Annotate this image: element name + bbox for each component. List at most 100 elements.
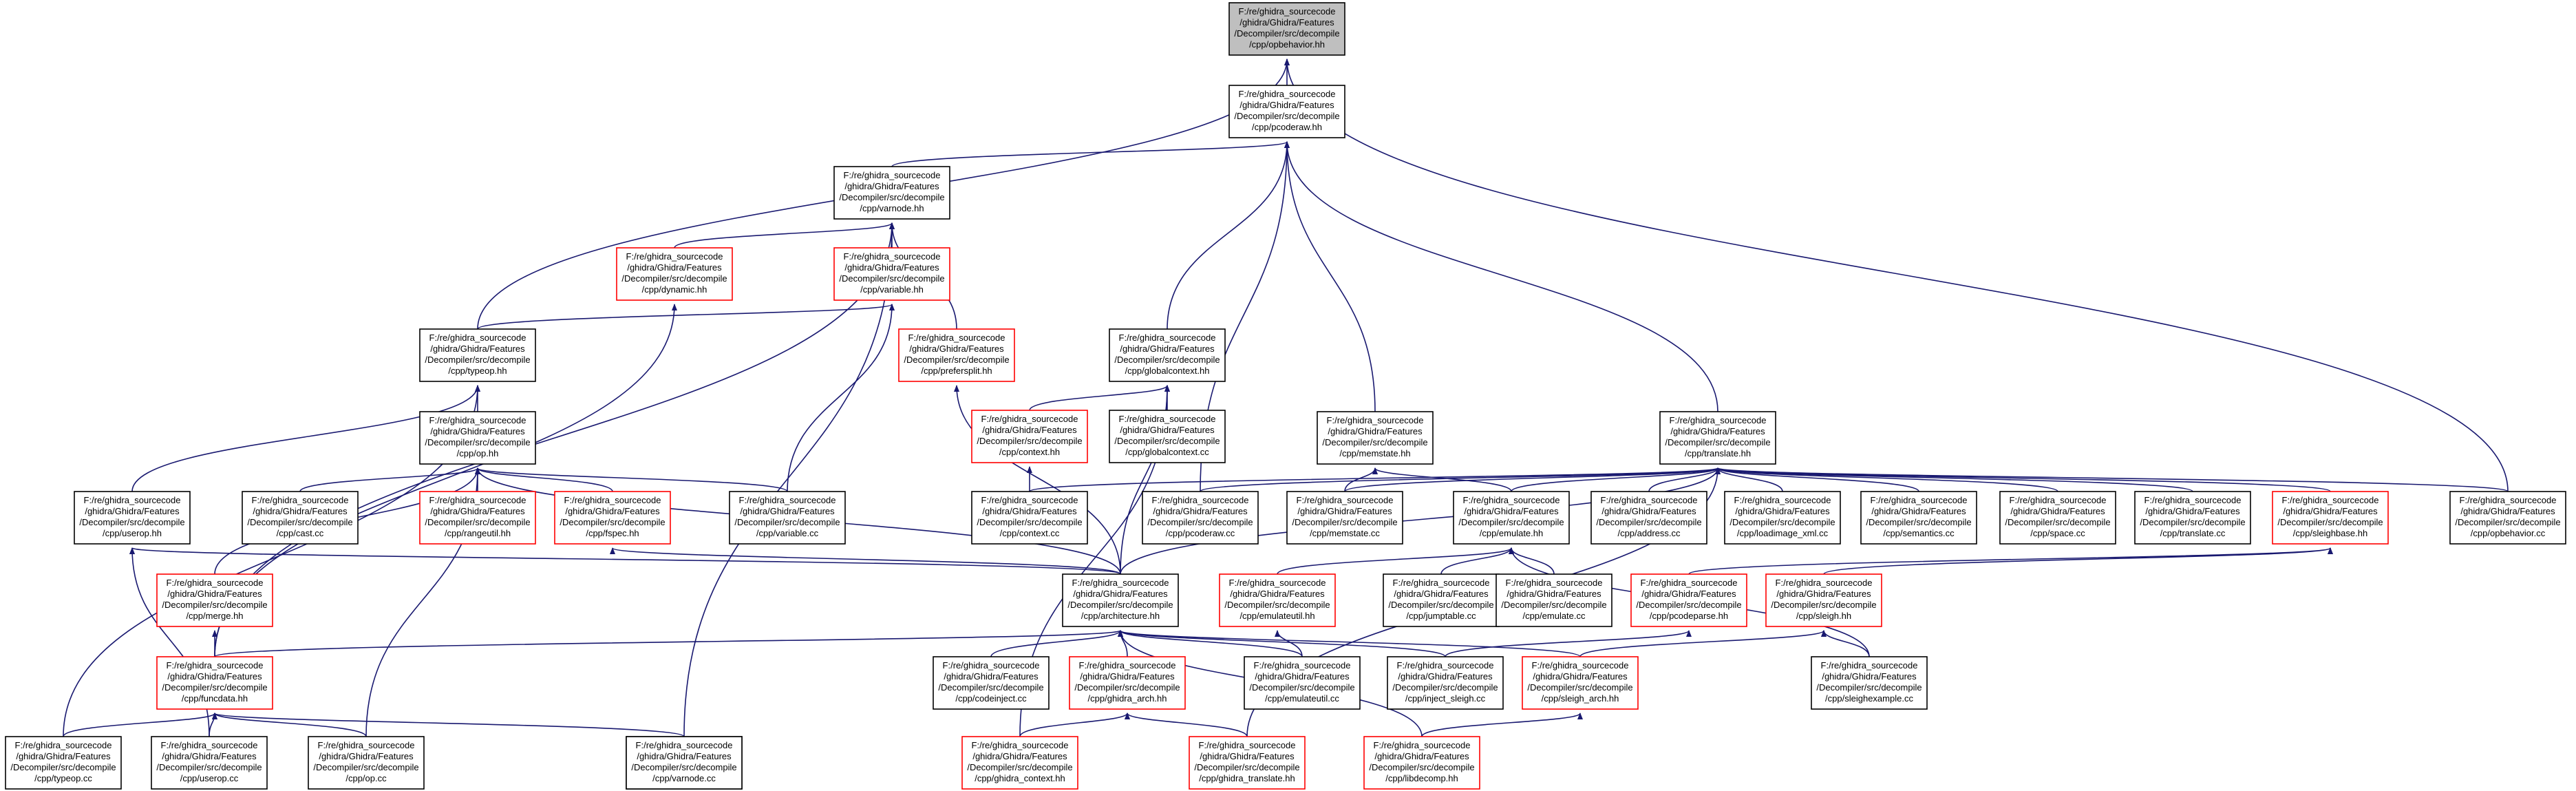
file-node-cast-cc[interactable]: F:/re/ghidra_sourcecode/ghidra/Ghidra/Fe… — [242, 491, 359, 545]
dependency-edge — [475, 467, 613, 492]
file-node-opbehavior-hh[interactable]: F:/re/ghidra_sourcecode/ghidra/Ghidra/Fe… — [1228, 2, 1345, 56]
file-node-ghidra-arch-hh[interactable]: F:/re/ghidra_sourcecode/ghidra/Ghidra/Fe… — [1069, 656, 1186, 710]
file-node-space-cc[interactable]: F:/re/ghidra_sourcecode/ghidra/Ghidra/Fe… — [1999, 491, 2116, 545]
node-label-line: F:/re/ghidra_sourcecode — [429, 495, 526, 505]
file-node-translate-cc[interactable]: F:/re/ghidra_sourcecode/ghidra/Ghidra/Fe… — [2134, 491, 2251, 545]
node-box — [156, 656, 273, 710]
node-label-line: /cpp/globalcontext.cc — [1125, 447, 1209, 457]
node-label-line: /ghidra/Ghidra/Features — [1464, 506, 1559, 516]
node-box — [1189, 736, 1306, 790]
node-label-line: F:/re/ghidra_sourcecode — [1079, 660, 1176, 671]
file-node-opbehavior-cc[interactable]: F:/re/ghidra_sourcecode/ghidra/Ghidra/Fe… — [2449, 491, 2566, 545]
dependency-edge — [1118, 630, 1303, 657]
file-node-address-cc[interactable]: F:/re/ghidra_sourcecode/ghidra/Ghidra/Fe… — [1590, 491, 1707, 545]
node-label-line: F:/re/ghidra_sourcecode — [1327, 415, 1424, 425]
node-label-line: /Decompiler/src/decompile — [313, 762, 418, 772]
file-node-userop-hh[interactable]: F:/re/ghidra_sourcecode/ghidra/Ghidra/Fe… — [74, 491, 191, 545]
node-label-line: /cpp/emulate.cc — [1522, 611, 1586, 621]
dependency-edge — [1715, 467, 2058, 492]
file-node-fspec-hh[interactable]: F:/re/ghidra_sourcecode/ghidra/Ghidra/Fe… — [554, 491, 671, 545]
file-node-context-hh[interactable]: F:/re/ghidra_sourcecode/ghidra/Ghidra/Fe… — [971, 410, 1088, 463]
node-box — [971, 410, 1088, 463]
file-node-pcodeparse-hh[interactable]: F:/re/ghidra_sourcecode/ghidra/Ghidra/Fe… — [1630, 573, 1747, 627]
file-node-userop-cc[interactable]: F:/re/ghidra_sourcecode/ghidra/Ghidra/Fe… — [151, 736, 268, 790]
node-label-line: /cpp/memstate.cc — [1310, 528, 1380, 538]
node-label-line: /Decompiler/src/decompile — [1224, 600, 1330, 610]
file-node-memstate-hh[interactable]: F:/re/ghidra_sourcecode/ghidra/Ghidra/Fe… — [1317, 411, 1434, 465]
file-node-emulate-cc[interactable]: F:/re/ghidra_sourcecode/ghidra/Ghidra/Fe… — [1495, 573, 1612, 627]
node-label-line: /Decompiler/src/decompile — [1392, 682, 1498, 693]
node-label-line: /cpp/loadimage_xml.cc — [1737, 528, 1829, 538]
dependency-edge — [214, 630, 1123, 657]
node-label-line: /Decompiler/src/decompile — [904, 355, 1009, 365]
node-label-line: /Decompiler/src/decompile — [1636, 600, 1741, 610]
node-label-line: F:/re/ghidra_sourcecode — [1393, 578, 1490, 588]
node-label-line: /cpp/ghidra_arch.hh — [1088, 693, 1167, 704]
file-node-sleigh-arch-hh[interactable]: F:/re/ghidra_sourcecode/ghidra/Ghidra/Fe… — [1522, 656, 1639, 710]
file-node-codeinject-cc[interactable]: F:/re/ghidra_sourcecode/ghidra/Ghidra/Fe… — [933, 656, 1050, 710]
file-node-inject-sleigh-cc[interactable]: F:/re/ghidra_sourcecode/ghidra/Ghidra/Fe… — [1387, 656, 1504, 710]
file-node-emulate-hh[interactable]: F:/re/ghidra_sourcecode/ghidra/Ghidra/Fe… — [1453, 491, 1570, 545]
file-node-typeop-hh[interactable]: F:/re/ghidra_sourcecode/ghidra/Ghidra/Fe… — [419, 328, 536, 382]
file-node-loadimage-xml-cc[interactable]: F:/re/ghidra_sourcecode/ghidra/Ghidra/Fe… — [1724, 491, 1841, 545]
file-node-emulateutil-hh[interactable]: F:/re/ghidra_sourcecode/ghidra/Ghidra/Fe… — [1219, 573, 1336, 627]
file-node-emulateutil-cc[interactable]: F:/re/ghidra_sourcecode/ghidra/Ghidra/Fe… — [1244, 656, 1361, 710]
file-node-pcoderaw-hh[interactable]: F:/re/ghidra_sourcecode/ghidra/Ghidra/Fe… — [1228, 85, 1345, 138]
node-label-line: F:/re/ghidra_sourcecode — [844, 251, 941, 262]
file-node-op-hh[interactable]: F:/re/ghidra_sourcecode/ghidra/Ghidra/Fe… — [419, 411, 536, 465]
node-label-line: /Decompiler/src/decompile — [1234, 28, 1339, 39]
file-node-jumptable-cc[interactable]: F:/re/ghidra_sourcecode/ghidra/Ghidra/Fe… — [1383, 573, 1500, 627]
node-label-line: /Decompiler/src/decompile — [977, 517, 1082, 527]
file-node-funcdata-hh[interactable]: F:/re/ghidra_sourcecode/ghidra/Ghidra/Fe… — [156, 656, 273, 710]
node-label-line: /ghidra/Ghidra/Features — [1670, 426, 1765, 436]
file-node-prefersplit-hh[interactable]: F:/re/ghidra_sourcecode/ghidra/Ghidra/Fe… — [898, 328, 1015, 382]
node-label-line: /cpp/variable.cc — [756, 528, 819, 538]
node-box — [1811, 656, 1928, 710]
file-node-merge-hh[interactable]: F:/re/ghidra_sourcecode/ghidra/Ghidra/Fe… — [156, 573, 273, 627]
node-label-line: /cpp/dynamic.hh — [642, 284, 707, 295]
node-label-line: /Decompiler/src/decompile — [977, 436, 1082, 446]
node-box — [74, 491, 191, 545]
node-label-line: /Decompiler/src/decompile — [1369, 762, 1474, 772]
node-label-line: F:/re/ghidra_sourcecode — [636, 740, 733, 750]
file-node-globalcontext-hh[interactable]: F:/re/ghidra_sourcecode/ghidra/Ghidra/Fe… — [1109, 328, 1226, 382]
file-node-pcoderaw-cc[interactable]: F:/re/ghidra_sourcecode/ghidra/Ghidra/Fe… — [1142, 491, 1259, 545]
node-label-line: /ghidra/Ghidra/Features — [430, 426, 525, 436]
file-node-variable-hh[interactable]: F:/re/ghidra_sourcecode/ghidra/Ghidra/Fe… — [833, 247, 950, 301]
file-node-dynamic-hh[interactable]: F:/re/ghidra_sourcecode/ghidra/Ghidra/Fe… — [616, 247, 733, 301]
file-node-ghidra-translate-hh[interactable]: F:/re/ghidra_sourcecode/ghidra/Ghidra/Fe… — [1189, 736, 1306, 790]
file-node-op-cc[interactable]: F:/re/ghidra_sourcecode/ghidra/Ghidra/Fe… — [308, 736, 425, 790]
file-node-libdecomp-hh[interactable]: F:/re/ghidra_sourcecode/ghidra/Ghidra/Fe… — [1363, 736, 1480, 790]
file-node-context-cc[interactable]: F:/re/ghidra_sourcecode/ghidra/Ghidra/Fe… — [971, 491, 1088, 545]
file-node-varnode-cc[interactable]: F:/re/ghidra_sourcecode/ghidra/Ghidra/Fe… — [626, 736, 743, 790]
node-label-line: /ghidra/Ghidra/Features — [1080, 671, 1175, 682]
node-label-line: /ghidra/Ghidra/Features — [1776, 589, 1871, 599]
node-label-line: /cpp/userop.hh — [103, 528, 162, 538]
node-label-line: F:/re/ghidra_sourcecode — [1670, 415, 1767, 425]
node-label-line: /ghidra/Ghidra/Features — [2010, 506, 2105, 516]
file-node-architecture-hh[interactable]: F:/re/ghidra_sourcecode/ghidra/Ghidra/Fe… — [1062, 573, 1179, 627]
file-node-typeop-cc[interactable]: F:/re/ghidra_sourcecode/ghidra/Ghidra/Fe… — [5, 736, 122, 790]
node-label-line: F:/re/ghidra_sourcecode — [1821, 660, 1918, 671]
dependency-edge — [891, 141, 1290, 167]
file-node-sleighexample-cc[interactable]: F:/re/ghidra_sourcecode/ghidra/Ghidra/Fe… — [1811, 656, 1928, 710]
node-label-line: /ghidra/Ghidra/Features — [1601, 506, 1696, 516]
file-node-memstate-cc[interactable]: F:/re/ghidra_sourcecode/ghidra/Ghidra/Fe… — [1286, 491, 1403, 545]
file-node-variable-cc[interactable]: F:/re/ghidra_sourcecode/ghidra/Ghidra/Fe… — [729, 491, 846, 545]
file-node-translate-hh[interactable]: F:/re/ghidra_sourcecode/ghidra/Ghidra/Fe… — [1659, 411, 1776, 465]
dependency-edge — [1275, 630, 1303, 657]
file-node-sleigh-hh[interactable]: F:/re/ghidra_sourcecode/ghidra/Ghidra/Fe… — [1765, 573, 1882, 627]
node-label-line: /cpp/architecture.hh — [1081, 611, 1160, 621]
file-node-ghidra-context-hh[interactable]: F:/re/ghidra_sourcecode/ghidra/Ghidra/Fe… — [961, 736, 1078, 790]
file-node-semantics-cc[interactable]: F:/re/ghidra_sourcecode/ghidra/Ghidra/Fe… — [1860, 491, 1977, 545]
dependency-edge — [1120, 467, 1721, 575]
file-node-globalcontext-cc[interactable]: F:/re/ghidra_sourcecode/ghidra/Ghidra/Fe… — [1109, 410, 1226, 463]
node-label-line: /Decompiler/src/decompile — [156, 762, 262, 772]
file-node-varnode-hh[interactable]: F:/re/ghidra_sourcecode/ghidra/Ghidra/Fe… — [833, 166, 950, 220]
node-box — [5, 736, 122, 790]
node-label-line: /ghidra/Ghidra/Features — [1735, 506, 1830, 516]
file-node-sleighbase-hh[interactable]: F:/re/ghidra_sourcecode/ghidra/Ghidra/Fe… — [2272, 491, 2389, 545]
node-box — [1109, 328, 1226, 382]
file-node-rangeutil-hh[interactable]: F:/re/ghidra_sourcecode/ghidra/Ghidra/Fe… — [419, 491, 536, 545]
node-label-line: F:/re/ghidra_sourcecode — [981, 495, 1078, 505]
